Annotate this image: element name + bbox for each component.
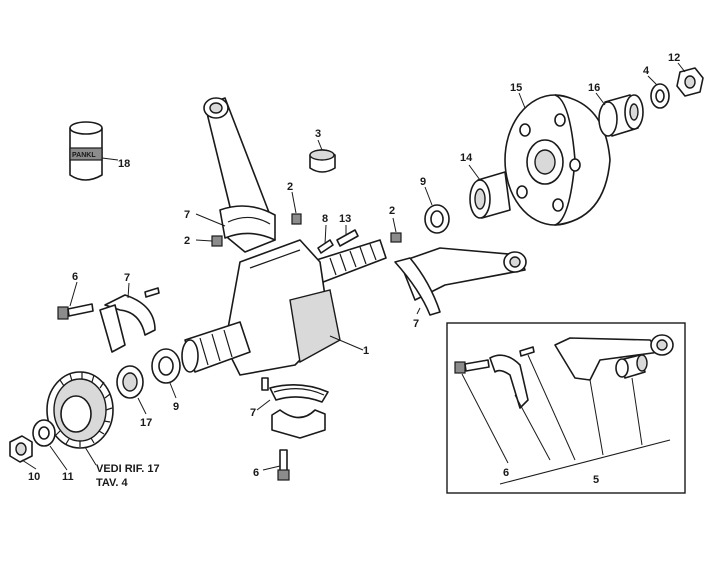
callout-9-right: 9 [420,176,426,188]
callout-6-left: 6 [72,271,78,283]
callout-1: 1 [363,345,369,357]
callout-labels: 18 3 2 7 2 8 13 2 9 14 15 16 4 12 6 7 7 … [28,52,680,486]
callout-6-inset: 6 [503,467,509,479]
inset-kit-box [446,322,686,494]
part-15-flywheel [504,94,611,226]
leader-lines [21,62,686,485]
part-gear [46,371,114,449]
callout-13: 13 [339,213,351,225]
callout-10: 10 [28,471,40,483]
part-lower-rod-cap [271,409,326,439]
part-17-bearing [116,365,144,399]
part-2-nut-c [390,232,402,243]
part-11-washer [32,419,56,447]
part-7-pin-left [144,287,160,298]
part-10-nut [9,435,33,463]
callout-12: 12 [668,52,680,64]
callout-2-left: 2 [184,235,190,247]
callout-7-lower: 7 [250,407,256,419]
reference-note: VEDI RIF. 17 TAV. 4 [96,463,160,489]
part-left-rod-cap [99,294,156,353]
part-18-pankl-jar: PANKL [69,121,103,181]
part-4-washer [650,83,670,109]
part-12-nut [676,67,704,97]
part-1-crankshaft [181,239,387,376]
callout-7-left: 7 [124,272,130,284]
callout-9-left: 9 [173,401,179,413]
part-6-bolt-left [57,303,94,320]
part-14-bushing [469,171,511,219]
part-13-pin [336,229,359,247]
callout-14: 14 [460,152,473,164]
callout-11: 11 [62,471,74,483]
jar-label: PANKL [72,152,96,159]
part-3-cap [309,149,336,173]
callout-8: 8 [322,213,328,225]
note-line-1: VEDI RIF. 17 [96,463,160,475]
part-16-bearing [598,94,644,137]
callout-18: 18 [118,158,130,170]
callout-4: 4 [643,65,650,77]
callout-3: 3 [315,128,321,140]
part-2-nut-a [291,213,302,225]
part-lower-bearing-shell [269,384,329,403]
callout-16: 16 [588,82,600,94]
part-9-washer-right [424,204,450,234]
callout-6-lower: 6 [253,467,259,479]
note-line-2: TAV. 4 [96,477,128,489]
callout-7-right: 7 [413,318,419,330]
part-8-pin [317,239,334,254]
part-upper-connecting-rod [203,97,276,253]
callout-5: 5 [593,474,599,486]
part-9-washer-left [151,348,181,384]
part-7-pin-center [261,377,269,391]
part-2-nut-b [211,235,223,247]
callout-7-upper: 7 [184,209,190,221]
part-right-connecting-rod [394,247,527,316]
callout-17: 17 [140,417,152,429]
part-6-bolt-bottom [277,449,290,481]
callout-2-right: 2 [389,205,395,217]
callout-15: 15 [510,82,522,94]
callout-2-upper: 2 [287,181,293,193]
